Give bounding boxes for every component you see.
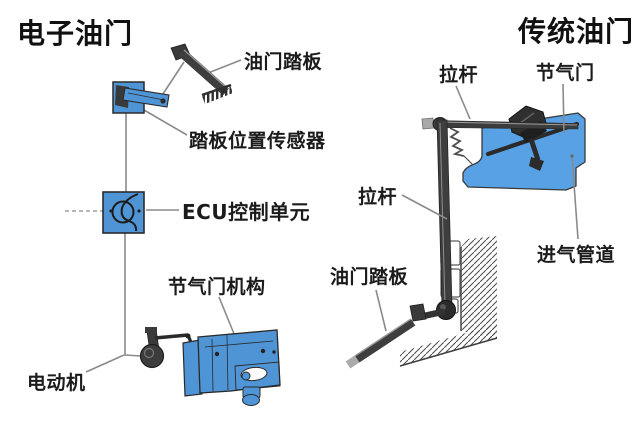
label-rod-upper: 拉杆 xyxy=(439,64,479,86)
leader-motor xyxy=(85,354,125,373)
ground-hatching xyxy=(399,324,498,367)
right-leader-lines xyxy=(375,83,579,332)
title-traditional-throttle: 传统油门 xyxy=(518,15,635,48)
label-electric-motor: 电动机 xyxy=(27,372,86,394)
ecu-box-illustration xyxy=(102,191,145,234)
pedal-illustration-right xyxy=(345,300,456,369)
return-spring xyxy=(449,127,474,166)
label-throttle-valve: 节气门 xyxy=(536,62,595,84)
label-ecu: ECU控制单元 xyxy=(182,200,311,224)
label-pedal-right: 油门踏板 xyxy=(330,266,409,288)
leader-intake xyxy=(571,155,579,240)
linkage-rod-upper xyxy=(421,117,579,131)
traditional-throttle-diagram xyxy=(345,83,586,369)
electronic-throttle-diagram xyxy=(65,43,281,406)
leader-dot xyxy=(570,154,574,158)
label-pedal-left: 油门踏板 xyxy=(244,51,323,73)
leader-rod-upper xyxy=(455,85,471,120)
left-leader-lines xyxy=(65,59,242,373)
wire-ecu-to-motor xyxy=(124,233,142,357)
title-electronic-throttle: 电子油门 xyxy=(17,17,134,50)
linkage-rod-lower xyxy=(436,119,453,308)
pedal-position-sensor-illustration xyxy=(112,81,170,114)
leader-pedal-right xyxy=(375,289,387,332)
pedal-sensor-link-line xyxy=(160,61,185,98)
wall-hatching xyxy=(460,236,497,340)
pedal-illustration-left xyxy=(170,43,233,104)
leader-pedal-left xyxy=(207,59,242,74)
leader-valve xyxy=(562,83,565,134)
leader-rod-lower xyxy=(401,194,448,220)
electric-motor-illustration xyxy=(139,327,200,369)
throttle-mechanism-illustration xyxy=(182,329,281,406)
label-throttle-mechanism: 节气门机构 xyxy=(168,276,266,298)
label-pedal-position-sensor: 踏板位置传感器 xyxy=(189,130,326,152)
label-rod-lower: 拉杆 xyxy=(358,186,398,208)
label-intake-duct: 进气管道 xyxy=(537,244,616,266)
leader-sensor xyxy=(143,109,188,136)
